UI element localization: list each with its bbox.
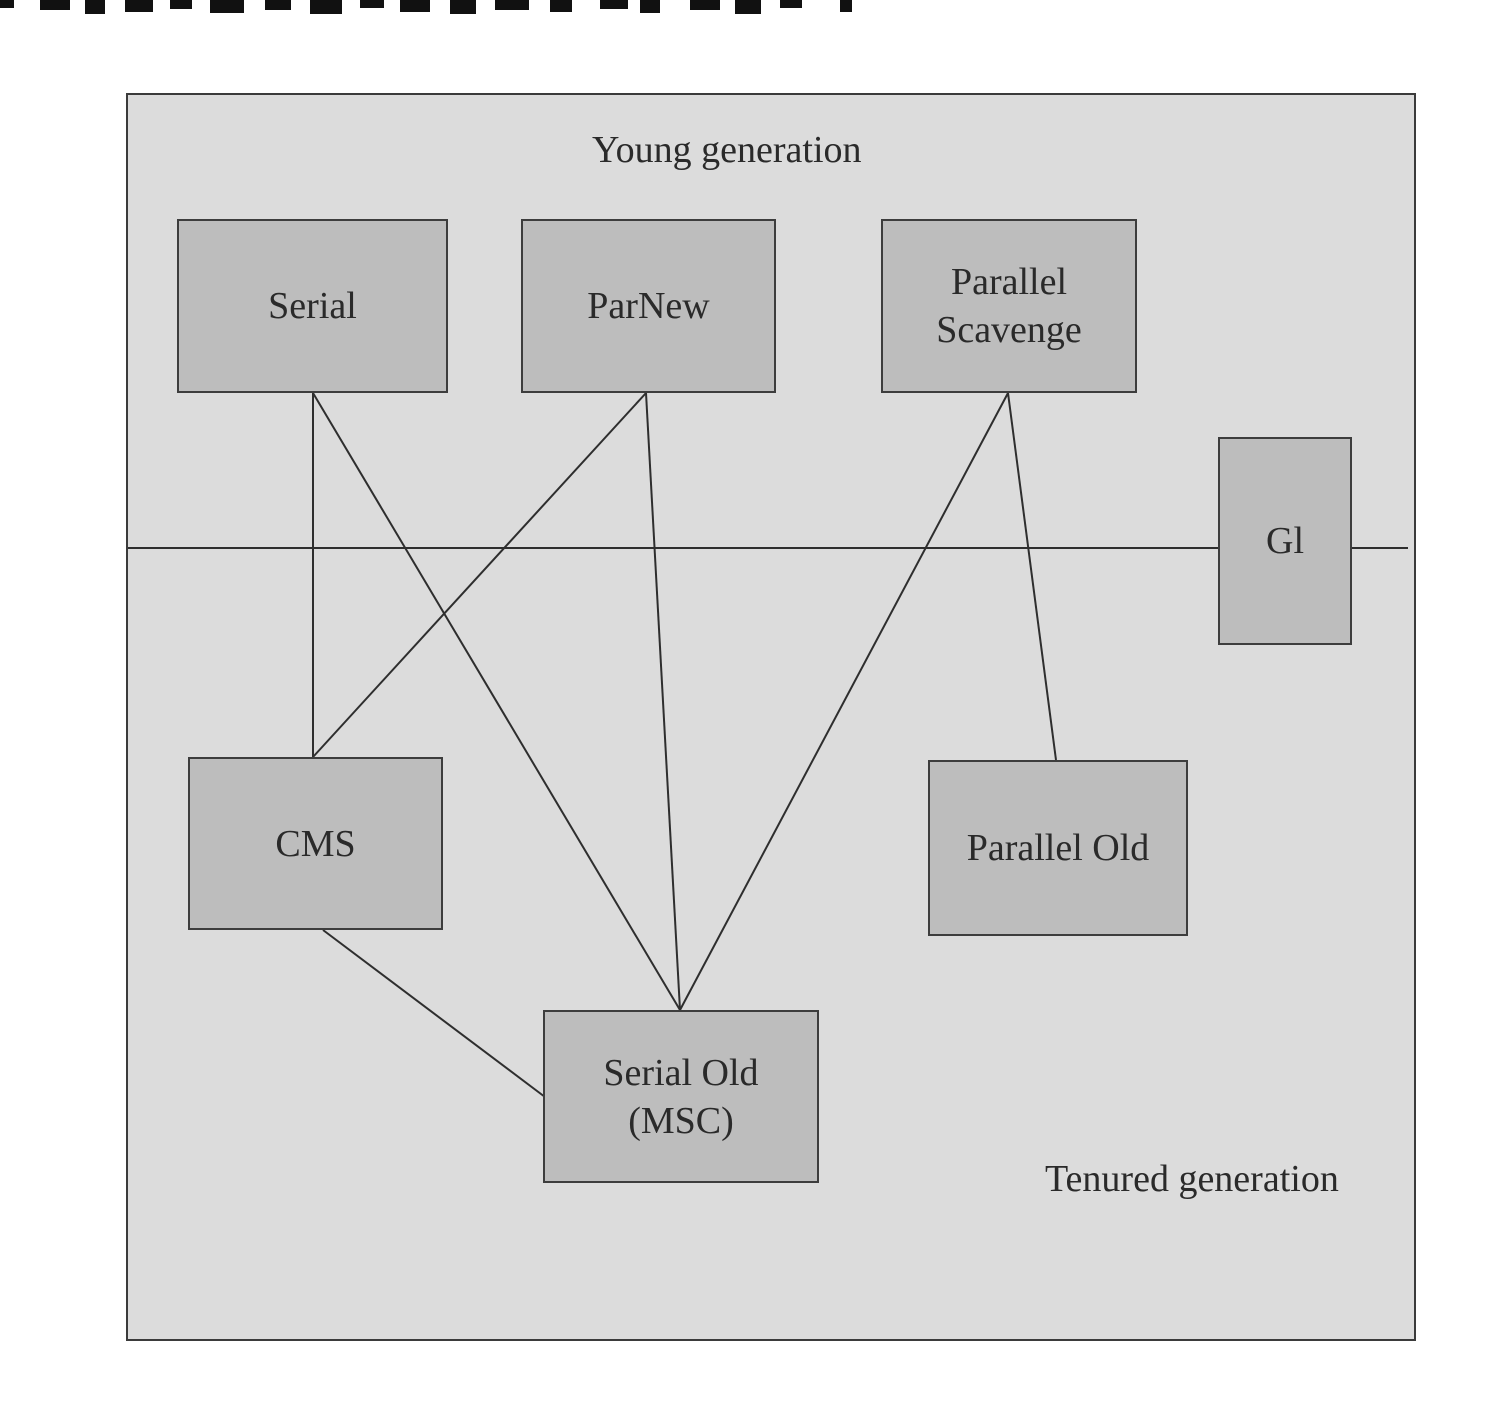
parallel-scavenge-collector: Parallel Scavenge — [881, 219, 1137, 393]
serial-collector: Serial — [177, 219, 448, 393]
cropped-caption-glyphs — [0, 0, 852, 14]
serial-collector-label: Serial — [268, 285, 357, 327]
parallel-scavenge-collector-label: Parallel Scavenge — [936, 261, 1082, 351]
g1-collector-label: Gl — [1266, 520, 1304, 562]
parnew-collector-label: ParNew — [587, 285, 710, 327]
cms-collector-label: CMS — [275, 822, 356, 865]
parallel-old-collector-label: Parallel Old — [966, 827, 1150, 869]
serial-old-msc-collector-label: Serial Old (MSC) — [603, 1051, 759, 1142]
parallel-old-collector: Parallel Old — [928, 760, 1188, 936]
parnew-collector: ParNew — [521, 219, 776, 393]
serial-old-msc-collector: Serial Old (MSC) — [543, 1010, 819, 1183]
young-generation-label: Young generation — [592, 129, 862, 171]
cropped-caption — [0, 0, 920, 18]
g1-collector: Gl — [1218, 437, 1352, 645]
tenured-generation-label: Tenured generation — [1045, 1158, 1339, 1200]
cms-collector: CMS — [188, 757, 443, 930]
